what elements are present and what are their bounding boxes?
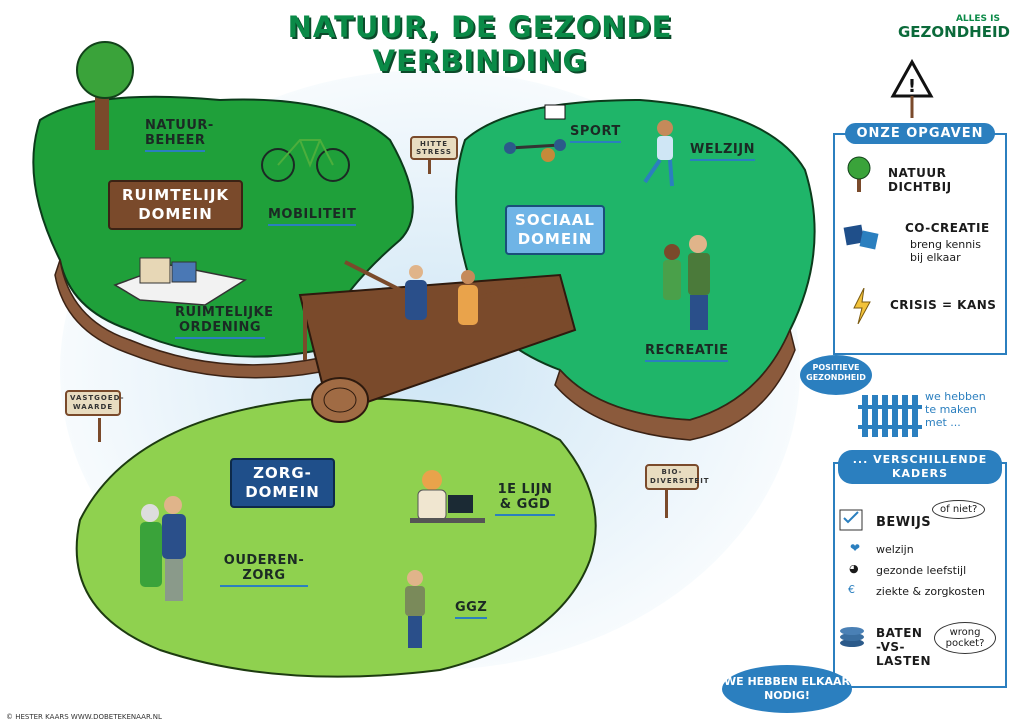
- opgaven-heading: ONZE OPGAVEN: [845, 123, 995, 144]
- positieve-gezondheid-bubble: POSITIEVE GEZONDHEID: [800, 355, 872, 395]
- elkaar-nodig-bubble: WE HEBBEN ELKAAR NODIG!: [722, 665, 852, 713]
- label-sport: SPORT: [570, 124, 621, 143]
- vastgoedwaarde-sign: VASTGOED-WAARDE: [65, 390, 124, 416]
- people-on-bridge: [405, 265, 478, 325]
- label-welzijn: WELZIJN: [690, 142, 755, 161]
- log-bridge: [298, 260, 577, 423]
- label-1e-lijn-ggd: 1E LIJN & GGD: [495, 482, 555, 516]
- label-natuurbeheer: NATUUR-BEHEER: [145, 118, 213, 152]
- biodiversiteit-sign: BIO-DIVERSITEIT: [645, 464, 709, 490]
- warning-sign-icon: !: [890, 58, 934, 118]
- vastgoedwaarde-post: [98, 418, 101, 442]
- elderly-couple-illustration: [140, 496, 186, 601]
- label-ggz: GGZ: [455, 600, 488, 619]
- bicycle-illustration: [261, 139, 350, 182]
- hittestress-sign: HITTE STRESS: [410, 136, 458, 160]
- checklist-icon: [838, 508, 868, 532]
- doctor-illustration: [410, 470, 485, 523]
- kader-bewijs: BEWIJS: [876, 515, 932, 530]
- page-title: NATUUR, DE GEZONDE VERBINDING: [287, 10, 673, 78]
- kader-leefstijl: gezonde leefstijl: [876, 564, 967, 577]
- ruimtelijk-domein-sign: RUIMTELIJK DOMEIN: [108, 180, 243, 230]
- tree-icon: [846, 156, 872, 192]
- heart-icon: ❤: [850, 541, 861, 555]
- coins-icon: [838, 625, 866, 649]
- zorg-island: [75, 397, 597, 678]
- sport-illustration: [504, 104, 566, 162]
- wrong-pocket-note: wrong pocket?: [934, 622, 996, 654]
- biodiversiteit-post: [665, 490, 668, 518]
- lightning-icon: [852, 287, 872, 325]
- puzzle-icon: [843, 222, 881, 252]
- label-ouderenzorg: OUDEREN-ZORG: [220, 553, 308, 587]
- jumping-person-illustration: [643, 120, 674, 187]
- map-illustration: [113, 257, 247, 306]
- brand-tagline: ALLES IS: [955, 14, 1000, 24]
- label-ruimtelijke-ordening: RUIMTELIJKE ORDENING: [175, 305, 273, 339]
- svg-text:!: !: [908, 76, 916, 97]
- fence-illustration: [858, 395, 922, 437]
- hittestress-post: [428, 160, 431, 174]
- kader-baten-lasten: BATEN -VS- LASTEN: [876, 626, 932, 668]
- tree-illustration: [76, 41, 134, 150]
- footer-credit: © HESTER KAARS WWW.DOBETEKENAAR.NL: [6, 713, 162, 721]
- bewijs-note: of niet?: [932, 500, 986, 519]
- walking-couple-illustration: [663, 235, 710, 330]
- opgave-co-creatie: CO-CREATIE: [905, 221, 990, 235]
- stressed-person-illustration: [405, 570, 425, 648]
- bowl-icon: ◕: [849, 562, 859, 575]
- opgave-natuur-dichtbij: NATUUR DICHTBIJ: [888, 166, 952, 194]
- kader-welzijn: welzijn: [876, 543, 914, 556]
- kaders-heading: ... VERSCHILLENDE KADERS: [838, 450, 1002, 484]
- money-icon: €: [848, 583, 855, 596]
- kader-zorgkosten: ziekte & zorgkosten: [876, 585, 985, 598]
- label-mobiliteit: MOBILITEIT: [268, 207, 357, 226]
- sociaal-domein-sign: SOCIAAL DOMEIN: [505, 205, 605, 255]
- label-recreatie: RECREATIE: [645, 343, 729, 362]
- zorg-domein-sign: ZORG-DOMEIN: [230, 458, 335, 508]
- opgave-crisis-kans: CRISIS = KANS: [890, 298, 997, 312]
- brand-logo: GEZONDHEID: [897, 23, 1010, 41]
- opgave-co-creatie-sub: breng kennis bij elkaar: [910, 238, 981, 264]
- te-maken-met-note: we hebben te maken met ...: [925, 390, 986, 429]
